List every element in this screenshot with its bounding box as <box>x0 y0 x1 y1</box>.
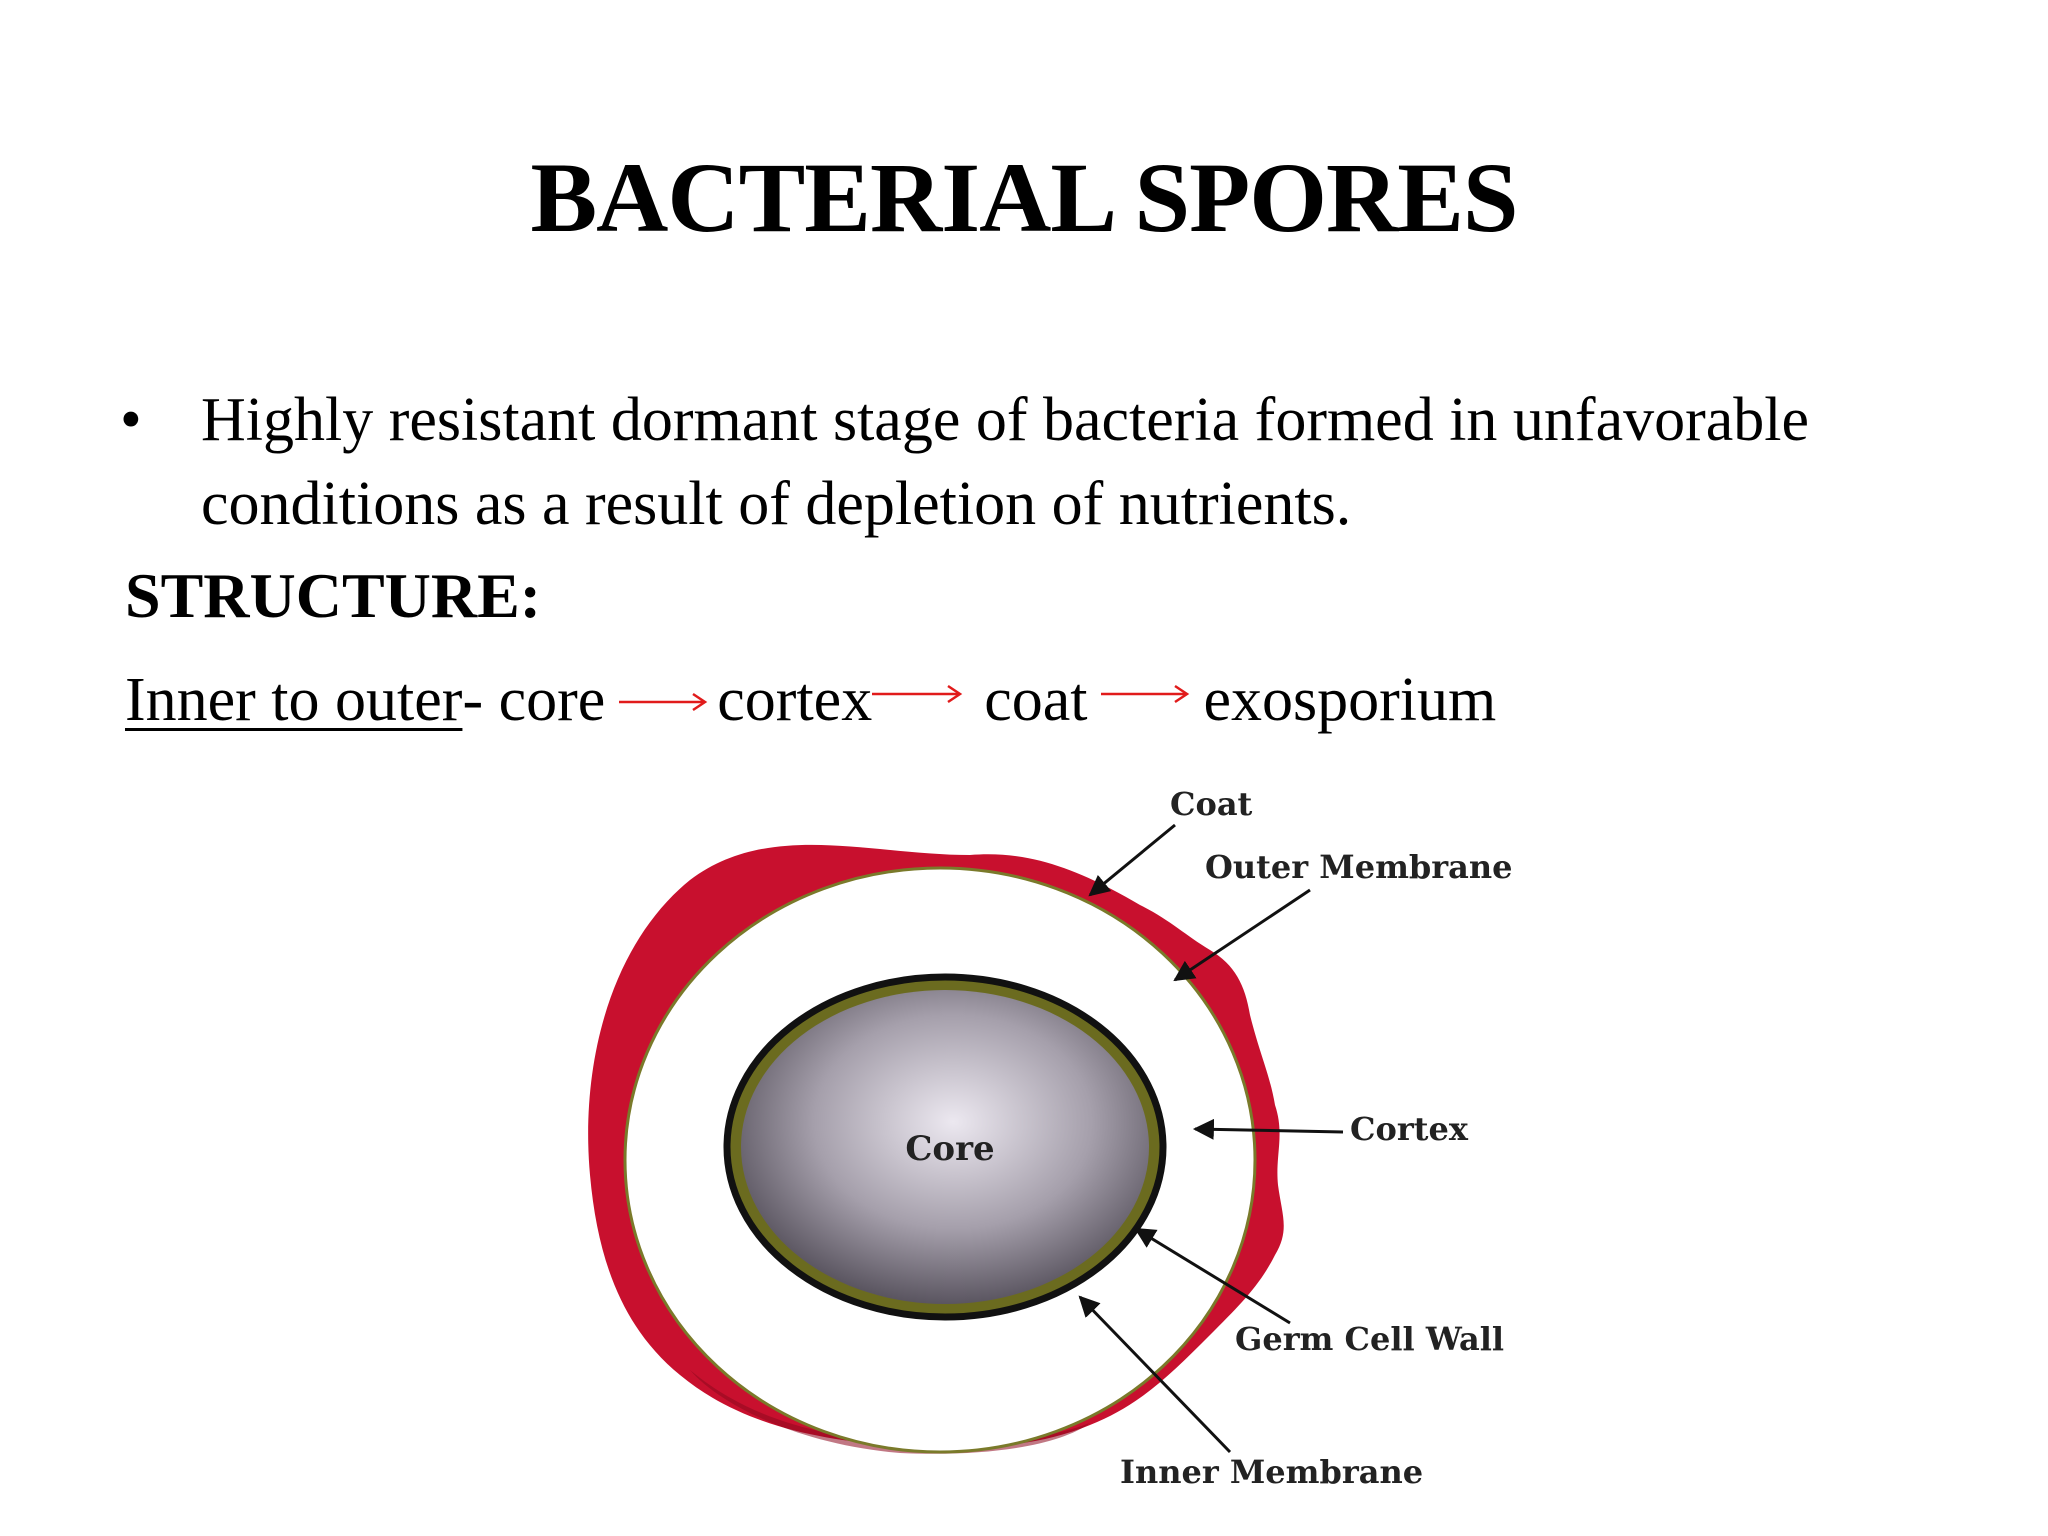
flow-separator: - <box>462 666 499 734</box>
flow-step-cortex: cortex <box>717 666 873 734</box>
structure-heading: STRUCTURE: <box>125 560 542 631</box>
pointer-cortex <box>1192 1118 1344 1140</box>
slide-title: BACTERIAL SPORES <box>530 142 1518 253</box>
label-outer-membrane: Outer Membrane <box>1205 848 1513 886</box>
core <box>741 990 1149 1304</box>
label-inner-membrane: Inner Membrane <box>1120 1453 1423 1491</box>
structure-flow: Inner to outer - core cortex coat exospo… <box>125 660 1496 740</box>
flow-lead: Inner to outer <box>125 666 463 734</box>
label-germ-cell-wall: Germ Cell Wall <box>1235 1320 1504 1358</box>
pointer-outer-membrane <box>1173 888 1311 982</box>
bullet-text: Highly resistant dormant stage of bacter… <box>201 386 1810 538</box>
label-cortex: Cortex <box>1350 1110 1469 1148</box>
pointer-germ-cell-wall <box>1134 1227 1291 1325</box>
flow-step-exosporium: exosporium <box>1203 666 1497 734</box>
pointer-inner-membrane <box>1078 1295 1232 1454</box>
bullet-marker: • <box>120 386 142 454</box>
label-core: Core <box>905 1129 994 1169</box>
flow-arrow-icon <box>619 692 708 712</box>
flow-step-core: core <box>498 666 606 734</box>
flow-arrow-icon <box>1101 684 1190 704</box>
flow-arrow-icon <box>872 684 963 704</box>
flow-step-coat: coat <box>984 666 1088 734</box>
spore-diagram: Core Coat Outer Membrane Cortex Germ Cel… <box>588 785 1513 1491</box>
label-coat: Coat <box>1170 785 1253 823</box>
pointer-coat <box>1088 823 1176 897</box>
